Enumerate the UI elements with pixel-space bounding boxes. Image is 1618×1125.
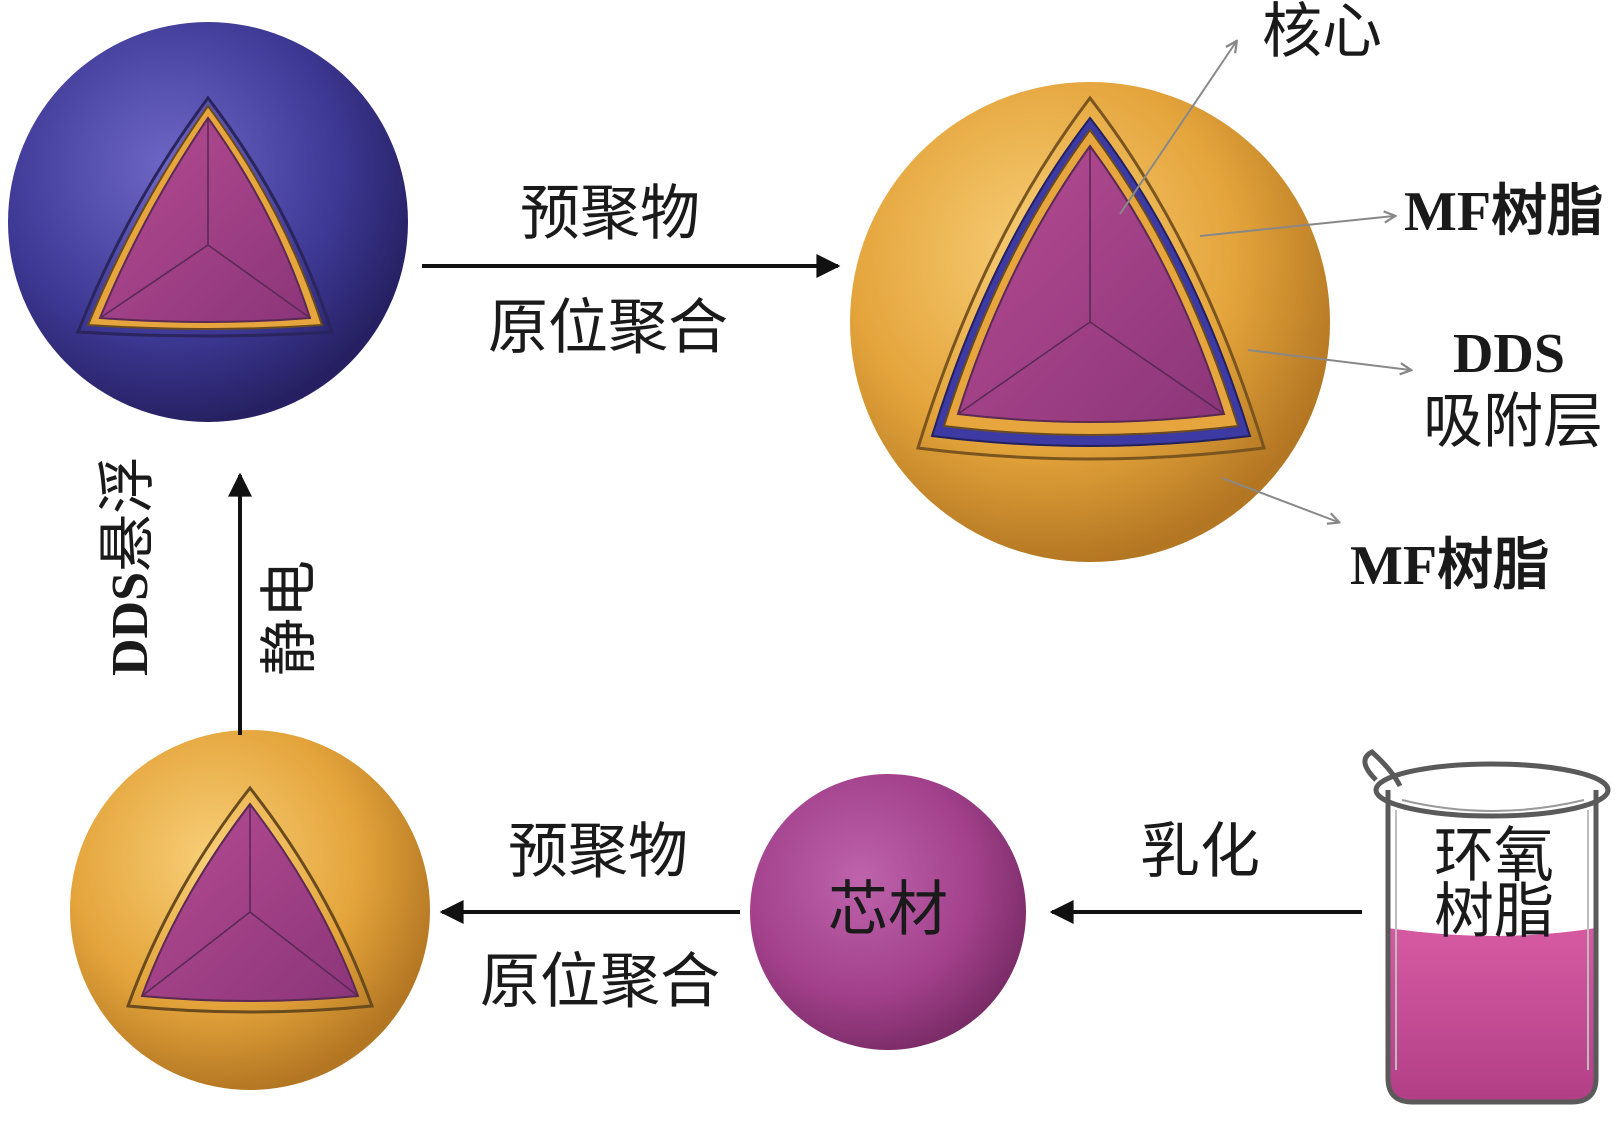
- callout-label-mf-outer: MF树脂: [1350, 538, 1549, 594]
- mf-text: MF树脂: [1404, 181, 1604, 243]
- top-arrow-label-in-situ: 原位聚合: [488, 293, 728, 363]
- callout-label-core: 核心: [1262, 0, 1382, 67]
- emulsify-label: 乳化: [1140, 817, 1260, 887]
- beaker-label-resin: 树脂: [1434, 877, 1554, 947]
- top-arrow-label-prepolymer: 预聚物: [520, 179, 700, 249]
- core-wedge: [98, 116, 312, 323]
- vertical-label-dds: DDS: [102, 571, 159, 676]
- vertical-label-electrostatic: 静电: [255, 559, 323, 676]
- callout-line-core: [1119, 42, 1236, 215]
- callout-line-mf-inner: [1199, 216, 1394, 237]
- callout-label-dds: DDS: [1452, 323, 1566, 385]
- callout-label-adsorption-layer: 吸附层: [1423, 387, 1603, 457]
- vertical-label-suspension: 悬浮: [93, 455, 161, 572]
- purple-microcapsule-sphere: [8, 22, 408, 422]
- mf-text: MF树脂: [1350, 535, 1550, 597]
- bottom-arrow-label-prepolymer: 预聚物: [508, 817, 688, 887]
- beaker-label-epoxy: 环氧: [1434, 821, 1554, 891]
- vertical-label-dds-group: DDS悬浮: [93, 456, 161, 676]
- mf-coated-microcapsule-sphere: [70, 730, 430, 1090]
- core-material-label: 芯材: [828, 875, 948, 945]
- bottom-arrow-label-in-situ: 原位聚合: [480, 947, 720, 1017]
- core-material-sphere: [750, 774, 1026, 1050]
- core-wedge: [956, 144, 1226, 423]
- beaker-icon: [1362, 749, 1611, 1105]
- final-microcapsule-sphere: [850, 82, 1330, 562]
- callout-label-mf-inner: MF树脂: [1404, 184, 1603, 240]
- callout-line-mf-outer: [1221, 477, 1338, 522]
- resin-liquid: [1388, 928, 1596, 1102]
- callout-line-dds: [1247, 349, 1410, 370]
